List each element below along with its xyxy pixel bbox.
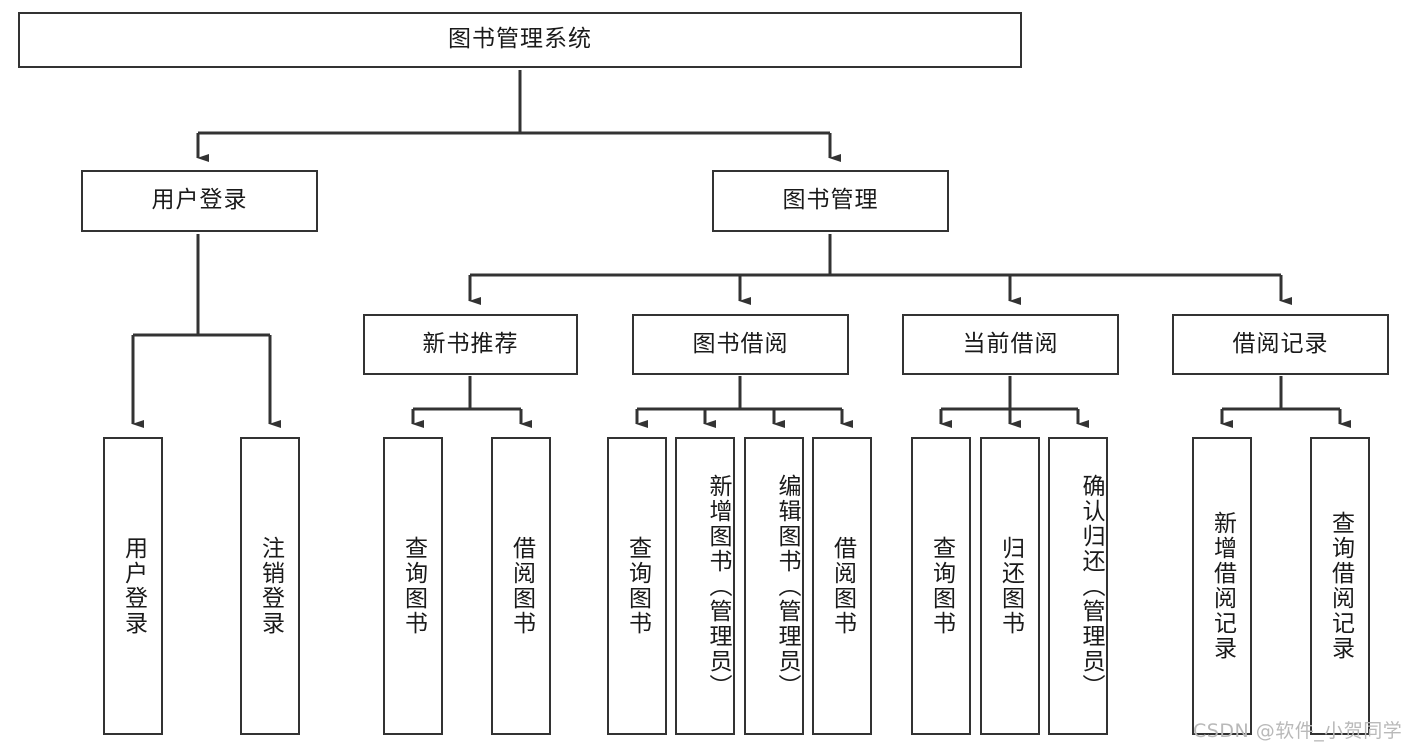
csdn-watermark: CSDN @软件_小贺同学 [1193, 720, 1403, 742]
leaf-query-book-current[interactable]: 查询图书 [911, 437, 971, 735]
leaf-confirm-return-admin[interactable]: 确认归还（管理员） [1048, 437, 1108, 735]
leaf-query-book-recommend[interactable]: 查询图书 [383, 437, 443, 735]
node-new-book-recommend[interactable]: 新书推荐 [363, 314, 578, 375]
leaf-logout-login[interactable]: 注销登录 [240, 437, 300, 735]
node-current-borrow[interactable]: 当前借阅 [902, 314, 1119, 375]
node-borrow-record[interactable]: 借阅记录 [1172, 314, 1389, 375]
leaf-add-book-admin[interactable]: 新增图书（管理员） [675, 437, 735, 735]
node-root-system[interactable]: 图书管理系统 [18, 12, 1022, 68]
node-book-management[interactable]: 图书管理 [712, 170, 949, 232]
leaf-query-borrow-record[interactable]: 查询借阅记录 [1310, 437, 1370, 735]
node-user-login[interactable]: 用户登录 [81, 170, 318, 232]
leaf-return-book[interactable]: 归还图书 [980, 437, 1040, 735]
leaf-borrow-book-borrow[interactable]: 借阅图书 [812, 437, 872, 735]
leaf-borrow-book-recommend[interactable]: 借阅图书 [491, 437, 551, 735]
node-book-borrow[interactable]: 图书借阅 [632, 314, 849, 375]
leaf-add-borrow-record[interactable]: 新增借阅记录 [1192, 437, 1252, 735]
leaf-query-book-borrow[interactable]: 查询图书 [607, 437, 667, 735]
leaf-user-login[interactable]: 用户登录 [103, 437, 163, 735]
leaf-edit-book-admin[interactable]: 编辑图书（管理员） [744, 437, 804, 735]
